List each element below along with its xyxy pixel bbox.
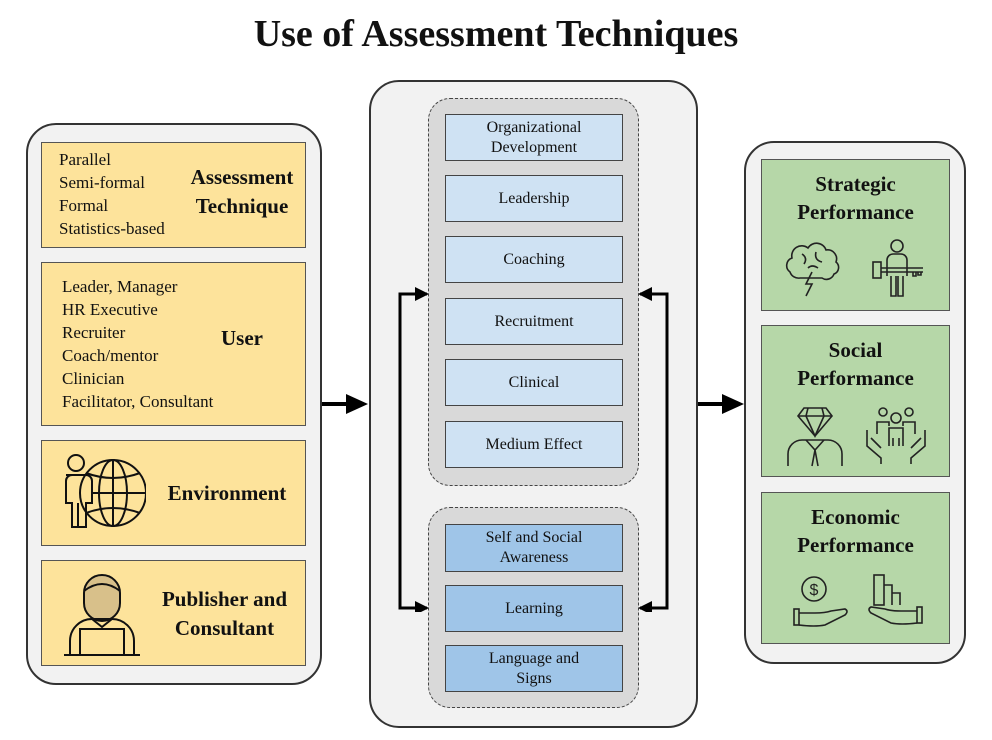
item-line: Organizational xyxy=(486,118,582,136)
item-line: Signs xyxy=(516,669,552,687)
assessment-technique-list: Parallel Semi-formal Formal Statistics-b… xyxy=(59,148,165,240)
hands-holding-people-icon xyxy=(866,407,926,464)
economic-performance-box: Economic Performance $ xyxy=(761,492,950,644)
label-line: Performance xyxy=(797,533,914,557)
item-line: Development xyxy=(490,138,578,156)
item-line: Leadership xyxy=(498,189,570,207)
list-item: Formal xyxy=(59,196,109,215)
user-label: User xyxy=(221,326,263,350)
arrow-left-to-center xyxy=(322,394,368,414)
publisher-consultant-box: Publisher and Consultant xyxy=(41,560,306,666)
item-line: Coaching xyxy=(503,250,565,268)
label-line: Social xyxy=(828,338,883,362)
diamond-head-person-icon xyxy=(787,407,843,467)
list-item: Coach/mentor xyxy=(62,346,159,365)
label-line: Performance xyxy=(797,200,914,224)
svg-text:$: $ xyxy=(810,582,819,599)
upper-item-clinical: Clinical xyxy=(445,359,623,406)
arrow-center-to-right xyxy=(698,394,744,414)
list-item: Statistics-based xyxy=(59,219,165,238)
list-item: Recruiter xyxy=(62,323,126,342)
item-line: Awareness xyxy=(499,549,569,566)
person-laptop-icon xyxy=(64,574,140,656)
label-line: Publisher and xyxy=(161,587,288,611)
label-line: Consultant xyxy=(174,616,275,640)
list-item: Semi-formal xyxy=(59,173,145,192)
left-bidirectional-connector xyxy=(398,287,429,612)
social-performance-box: Social Performance xyxy=(761,325,950,477)
item-line: Learning xyxy=(505,599,563,617)
label-line: Assessment xyxy=(190,165,294,189)
item-line: Self and Social xyxy=(485,529,583,546)
upper-item-recruitment: Recruitment xyxy=(445,298,623,345)
item-line: Recruitment xyxy=(494,312,574,330)
item-line: Medium Effect xyxy=(485,435,583,453)
assessment-technique-label: Assessment Technique xyxy=(177,163,307,221)
lower-item-learning: Learning xyxy=(445,585,623,632)
strategic-performance-label: Strategic Performance xyxy=(762,170,949,226)
list-item: Parallel xyxy=(59,150,111,169)
environment-box: Environment xyxy=(41,440,306,546)
person-globe-icon xyxy=(65,454,146,528)
item-line: Language and xyxy=(488,649,580,667)
item-line: Clinical xyxy=(508,373,560,391)
label-line: Strategic xyxy=(815,172,896,196)
social-performance-label: Social Performance xyxy=(762,336,949,392)
list-item: Facilitator, Consultant xyxy=(62,392,214,411)
strategic-performance-box: Strategic Performance xyxy=(761,159,950,311)
label-line: Performance xyxy=(797,366,914,390)
list-item: Leader, Manager xyxy=(62,277,178,296)
assessment-technique-box: Parallel Semi-formal Formal Statistics-b… xyxy=(41,142,306,248)
environment-label: Environment xyxy=(167,481,287,505)
upper-item-coaching: Coaching xyxy=(445,236,623,283)
diagram-title: Use of Assessment Techniques xyxy=(253,13,739,55)
hand-bar-chart-icon xyxy=(868,574,923,625)
label-line: Technique xyxy=(195,194,289,218)
upper-item-medium-effect: Medium Effect xyxy=(445,421,623,468)
list-item: HR Executive xyxy=(62,300,158,319)
right-bidirectional-connector xyxy=(638,287,669,612)
economic-performance-label: Economic Performance xyxy=(762,503,949,559)
hand-dollar-coin-icon: $ xyxy=(793,576,848,627)
list-item: Clinician xyxy=(62,369,125,388)
publisher-consultant-label: Publisher and Consultant xyxy=(147,585,302,643)
label-line: Economic xyxy=(811,505,900,529)
person-key-icon xyxy=(872,239,923,297)
user-box: Leader, Manager HR Executive Recruiter C… xyxy=(41,262,306,426)
user-list: Leader, Manager HR Executive Recruiter C… xyxy=(62,275,213,413)
brain-lightning-icon xyxy=(785,242,840,297)
upper-item-leadership: Leadership xyxy=(445,175,623,222)
